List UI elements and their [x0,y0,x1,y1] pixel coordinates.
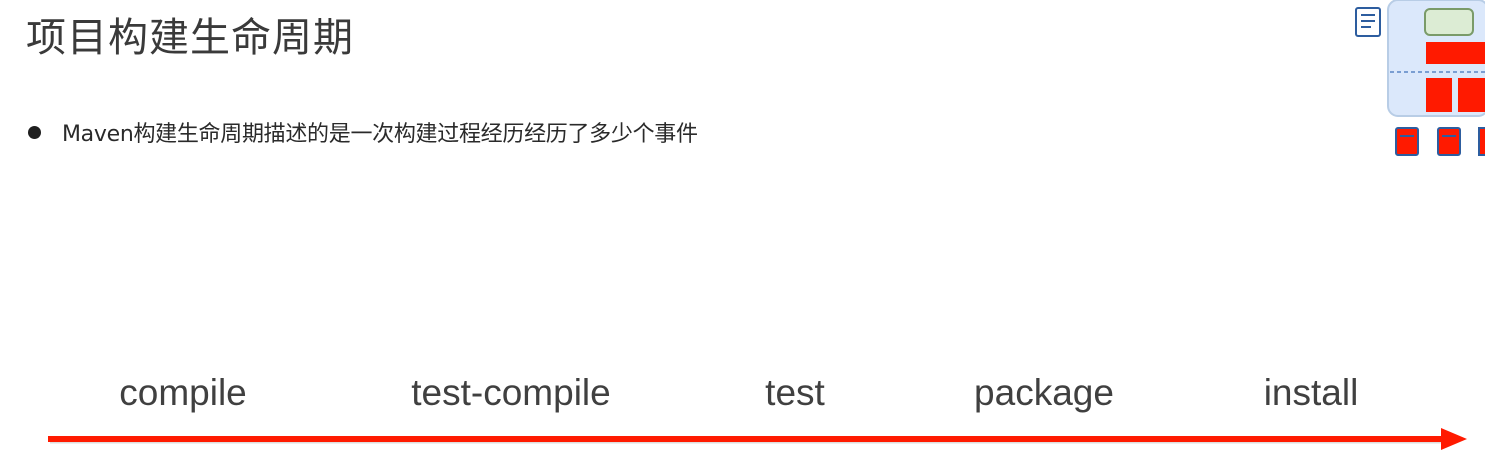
lifecycle-arrow [48,428,1467,450]
phase-test-compile: test-compile [411,372,611,413]
bullet-dot-icon [28,125,41,139]
phase-package: package [974,372,1114,413]
phase-install: install [1263,372,1359,413]
slide-title: 项目构建生命周期 [26,15,354,61]
arrow-head [1441,428,1467,450]
bullet-text: Maven构建生命周期描述的是一次构建过程经历经历了多少个事件 [62,122,698,147]
bullet-item: Maven构建生命周期描述的是一次构建过程经历经历了多少个事件 [28,116,698,148]
phase-test: test [765,372,825,413]
phase-compile: compile [119,372,247,413]
diagram-preview-icon [1355,0,1485,156]
note-icon [1355,7,1381,37]
